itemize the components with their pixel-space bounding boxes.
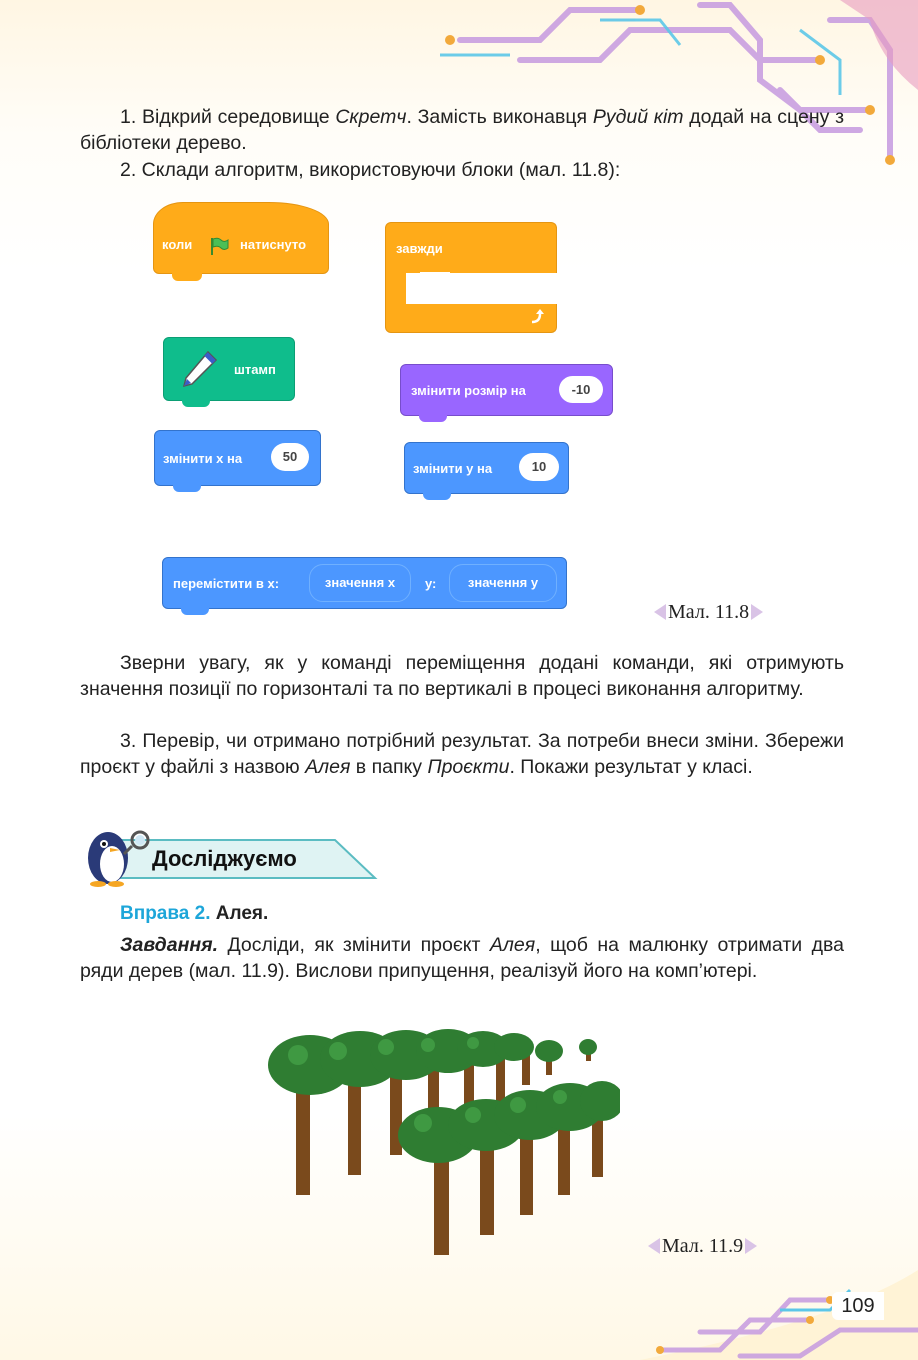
paragraph-step-1: 1. Відкрий середовище Скретч. Замість ви… (80, 106, 845, 154)
go-to-x-label: перемістити в х: (173, 576, 280, 591)
exercise-number: Вправа 2. (120, 903, 211, 924)
when-flag-clicked-block: коли натиснуто (153, 202, 329, 281)
x-position-reporter: значення х (309, 564, 411, 602)
forever-block: завжди (385, 222, 557, 273)
stamp-label: штамп (234, 362, 276, 377)
figure-caption-11-9: Мал. 11.9 (648, 1235, 758, 1258)
loop-arrow-icon (531, 309, 544, 324)
change-x-label: змінити х на (163, 451, 243, 466)
penguin-mascot-icon (88, 830, 150, 887)
hat-clicked-label: натиснуто (240, 237, 307, 252)
change-x-block: змінити х на 50 (154, 430, 321, 492)
go-to-y-label: у: (425, 576, 437, 591)
pen-icon (182, 350, 218, 388)
paragraph-note: Зверни увагу, як у команді переміщення д… (80, 652, 844, 700)
caption-left-arrow-icon (648, 1238, 660, 1254)
section-banner (88, 830, 378, 887)
green-flag-icon (211, 237, 229, 255)
change-x-value: 50 (271, 443, 309, 471)
paragraph-step-3: 3. Перевір, чи отримано потрібний резуль… (80, 730, 844, 778)
figure-caption-11-8: Мал. 11.8 (654, 601, 764, 624)
paragraph-task: Завдання. Досліди, як змінити проєкт Але… (80, 934, 844, 982)
change-size-label: змінити розмір на (411, 383, 526, 398)
exercise-heading: Вправа 2. Алея. (120, 903, 268, 925)
stamp-block: штамп (163, 337, 295, 407)
page-number: 109 (832, 1292, 884, 1320)
circuit-decoration-bottom (640, 1270, 918, 1360)
change-y-value: 10 (519, 453, 559, 481)
hat-when-label: коли (162, 237, 193, 252)
two-rows-of-trees-illustration (268, 1029, 620, 1255)
change-y-label: змінити у на (413, 461, 493, 476)
forever-notch (420, 272, 450, 280)
change-size-block: змінити розмір на -10 (400, 364, 613, 422)
y-position-reporter: значення у (449, 564, 557, 602)
forever-block-bottom (385, 304, 557, 333)
section-title: Досліджуємо (152, 846, 297, 871)
change-size-value: -10 (559, 376, 603, 403)
circuit-decoration-top (440, 0, 918, 165)
change-y-block: змінити у на 10 (404, 442, 569, 500)
exercise-name: Алея. (215, 903, 269, 924)
go-to-xy-block: перемістити в х: значення х у: значення … (162, 557, 567, 615)
caption-right-arrow-icon (745, 1238, 758, 1254)
caption-right-arrow-icon (751, 604, 764, 620)
paragraph-step-2: 2. Склади алгоритм, використовуючи блоки… (120, 159, 621, 181)
caption-left-arrow-icon (654, 604, 666, 620)
forever-block-arm (385, 272, 406, 304)
forever-label: завжди (396, 241, 443, 256)
